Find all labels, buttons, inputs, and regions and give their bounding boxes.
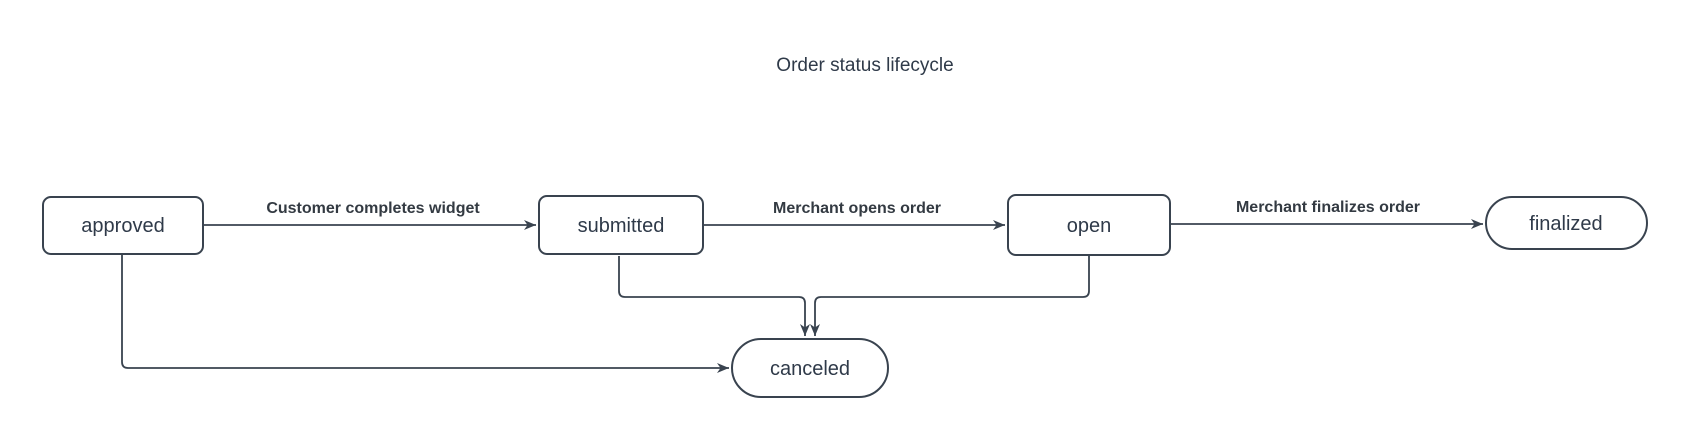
node-submitted: submitted [538,195,704,255]
node-approved: approved [42,196,204,255]
node-submitted-label: submitted [578,215,665,237]
node-canceled-label: canceled [770,358,850,380]
node-finalized: finalized [1485,196,1648,250]
edge-approved-to-canceled [121,254,729,373]
node-submitted-shape [538,195,704,255]
diagram-title: Order status lifecycle [776,55,953,76]
node-canceled-shape [731,338,889,398]
node-finalized-label: finalized [1529,213,1602,235]
edge-open-to-canceled [810,256,1090,336]
edge-label-merchant-finalizes-order: Merchant finalizes order [1236,199,1420,216]
node-approved-label: approved [81,215,164,237]
node-open: open [1007,194,1171,256]
node-approved-shape [42,196,204,255]
node-open-shape [1007,194,1171,256]
edge-label-customer-completes-widget: Customer completes widget [266,200,480,217]
edge-submitted-to-canceled [618,256,810,336]
edge-label-merchant-opens-order: Merchant opens order [773,200,941,217]
node-finalized-shape [1485,196,1648,250]
node-canceled: canceled [731,338,889,398]
node-open-label: open [1067,215,1112,237]
